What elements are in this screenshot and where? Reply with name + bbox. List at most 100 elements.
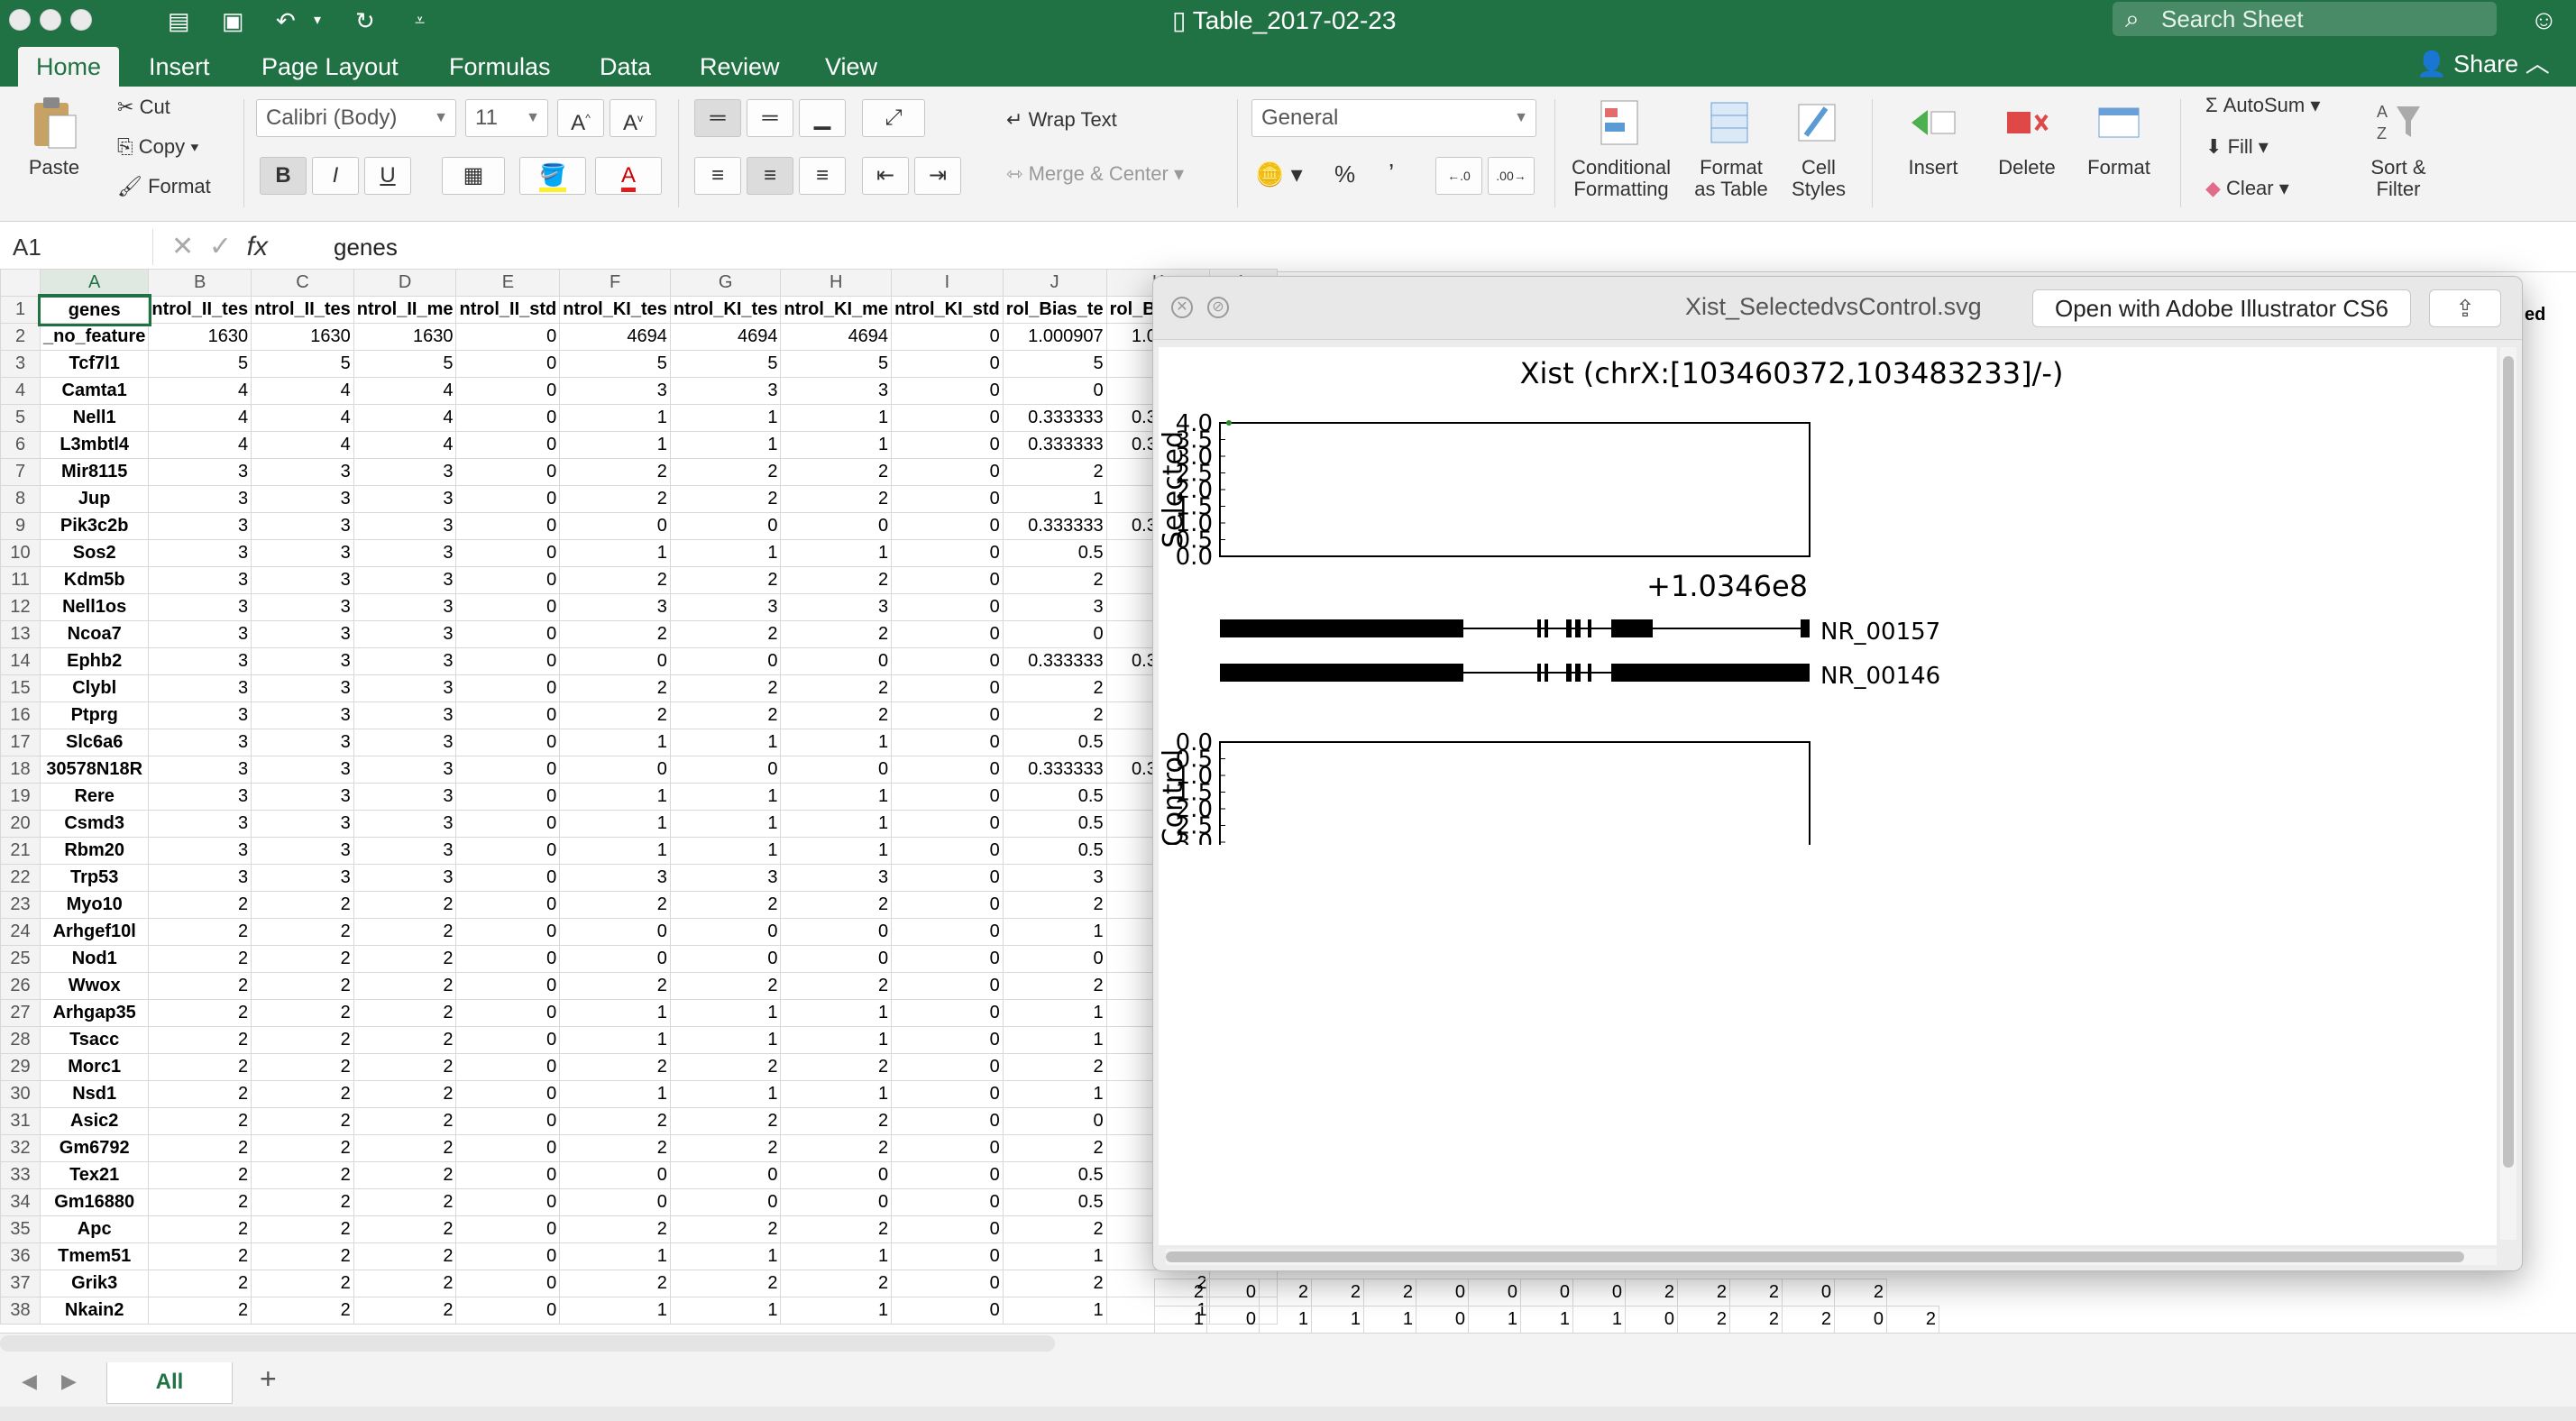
cell[interactable]: Nell1os bbox=[39, 593, 150, 621]
format-painter-button[interactable]: 🖌 Format bbox=[117, 175, 211, 197]
cell[interactable]: 3 bbox=[251, 674, 354, 702]
cell[interactable]: 2 bbox=[559, 972, 671, 1000]
cell[interactable]: 0 bbox=[455, 810, 561, 838]
font-size-select[interactable]: 11▼ bbox=[465, 99, 548, 137]
cell[interactable]: 0.333333 bbox=[1002, 431, 1107, 459]
cell[interactable]: Apc bbox=[39, 1215, 150, 1243]
align-top-button[interactable]: ═ bbox=[694, 99, 741, 137]
cell[interactable]: 2 bbox=[353, 972, 457, 1000]
cell[interactable]: 0 bbox=[891, 1080, 1004, 1108]
row-header[interactable]: 7 bbox=[0, 458, 41, 486]
cell[interactable]: Morc1 bbox=[39, 1053, 150, 1081]
cell[interactable]: 2 bbox=[780, 891, 893, 919]
align-right-button[interactable]: ≡ bbox=[799, 157, 846, 195]
cell[interactable]: 1 bbox=[669, 1297, 782, 1325]
row-header[interactable]: 19 bbox=[0, 783, 41, 811]
cell[interactable]: Gm6792 bbox=[39, 1134, 150, 1162]
cell[interactable]: 2 bbox=[251, 918, 354, 946]
cell[interactable]: 0 bbox=[455, 1215, 561, 1243]
cell[interactable]: 2 bbox=[669, 674, 782, 702]
tab-formulas[interactable]: Formulas bbox=[449, 53, 551, 80]
row-header[interactable]: 5 bbox=[0, 404, 41, 432]
bold-button[interactable]: B bbox=[260, 157, 307, 195]
cell[interactable]: 0 bbox=[669, 918, 782, 946]
cell[interactable]: 1.000907 bbox=[1002, 323, 1107, 351]
cell[interactable]: 1 bbox=[1002, 1242, 1107, 1270]
cell[interactable]: Csmd3 bbox=[39, 810, 150, 838]
cell[interactable]: 2 bbox=[780, 566, 893, 594]
cell[interactable]: 2 bbox=[1154, 1279, 1207, 1306]
cell[interactable]: 0 bbox=[1468, 1279, 1521, 1306]
cell[interactable]: 4 bbox=[148, 377, 252, 405]
fill-color-button[interactable]: 🪣 bbox=[519, 157, 586, 195]
cell[interactable]: 2 bbox=[251, 1270, 354, 1297]
cell[interactable]: 1 bbox=[1154, 1306, 1207, 1333]
cell[interactable]: 2 bbox=[559, 458, 671, 486]
cell[interactable]: Nsd1 bbox=[39, 1080, 150, 1108]
cell[interactable]: 0 bbox=[455, 729, 561, 756]
cell[interactable]: 0 bbox=[891, 1297, 1004, 1325]
cell[interactable]: 2 bbox=[251, 1053, 354, 1081]
cell[interactable]: 3 bbox=[251, 701, 354, 729]
paste-button[interactable]: Paste bbox=[18, 96, 90, 179]
row-header[interactable]: 36 bbox=[0, 1242, 41, 1270]
cell[interactable]: 3 bbox=[251, 783, 354, 811]
column-header[interactable]: D bbox=[353, 269, 457, 297]
cell[interactable]: 2 bbox=[353, 1026, 457, 1054]
cell[interactable]: 3 bbox=[669, 864, 782, 892]
cell[interactable]: 3 bbox=[353, 539, 457, 567]
row-header[interactable]: 17 bbox=[0, 729, 41, 756]
row-header[interactable]: 11 bbox=[0, 566, 41, 594]
cell[interactable]: 2 bbox=[669, 1053, 782, 1081]
cell[interactable]: 3 bbox=[148, 729, 252, 756]
cell[interactable]: 0 bbox=[1625, 1306, 1678, 1333]
cell[interactable]: 0 bbox=[891, 1107, 1004, 1135]
cell[interactable]: 1 bbox=[780, 1297, 893, 1325]
cell[interactable]: 1 bbox=[780, 431, 893, 459]
cell[interactable]: 0 bbox=[891, 323, 1004, 351]
cell[interactable]: 1 bbox=[559, 999, 671, 1027]
cell[interactable]: 0 bbox=[455, 323, 561, 351]
cell[interactable]: 0 bbox=[669, 647, 782, 675]
cell[interactable]: 0 bbox=[1782, 1279, 1835, 1306]
cell[interactable]: 2 bbox=[148, 1242, 252, 1270]
cell[interactable]: 0 bbox=[669, 1188, 782, 1216]
cell[interactable]: 2 bbox=[148, 972, 252, 1000]
cell[interactable]: 1 bbox=[1259, 1306, 1312, 1333]
cell[interactable]: 2 bbox=[251, 1188, 354, 1216]
cell[interactable]: 4 bbox=[251, 431, 354, 459]
horizontal-scrollbar[interactable] bbox=[0, 1335, 1055, 1352]
cell[interactable]: 0 bbox=[891, 1242, 1004, 1270]
cell[interactable]: ntrol_II_me bbox=[353, 296, 457, 324]
cell[interactable]: 2 bbox=[559, 1053, 671, 1081]
cell[interactable]: 2 bbox=[148, 1134, 252, 1162]
scroll-thumb[interactable] bbox=[2503, 356, 2514, 1168]
cell[interactable]: 0 bbox=[455, 647, 561, 675]
cell[interactable]: 2 bbox=[148, 1107, 252, 1135]
cell[interactable]: 0 bbox=[455, 377, 561, 405]
cell[interactable]: 2 bbox=[148, 1215, 252, 1243]
cell[interactable]: 2 bbox=[251, 1026, 354, 1054]
cell[interactable]: 0 bbox=[455, 837, 561, 865]
cell[interactable]: 2 bbox=[251, 1080, 354, 1108]
cell[interactable]: 0 bbox=[455, 891, 561, 919]
scroll-thumb[interactable] bbox=[1166, 1251, 2464, 1262]
cell[interactable]: 3 bbox=[353, 512, 457, 540]
cell[interactable]: 2 bbox=[148, 1270, 252, 1297]
cell[interactable]: Rere bbox=[39, 783, 150, 811]
row-header[interactable]: 6 bbox=[0, 431, 41, 459]
cell[interactable]: 1630 bbox=[148, 323, 252, 351]
cell[interactable]: 4 bbox=[148, 404, 252, 432]
cell[interactable]: 1 bbox=[559, 1026, 671, 1054]
next-sheet-icon[interactable]: ▶ bbox=[61, 1370, 77, 1392]
cell[interactable]: ntrol_II_std bbox=[455, 296, 561, 324]
cell[interactable]: 0 bbox=[780, 756, 893, 784]
cell[interactable]: 3 bbox=[780, 864, 893, 892]
cell[interactable]: 5 bbox=[559, 350, 671, 378]
cell[interactable]: 0 bbox=[891, 377, 1004, 405]
row-header[interactable]: 20 bbox=[0, 810, 41, 838]
cell[interactable]: 3 bbox=[148, 539, 252, 567]
close-icon[interactable]: ✕ bbox=[1171, 297, 1193, 318]
cell[interactable]: Asic2 bbox=[39, 1107, 150, 1135]
cell[interactable]: 0 bbox=[891, 837, 1004, 865]
